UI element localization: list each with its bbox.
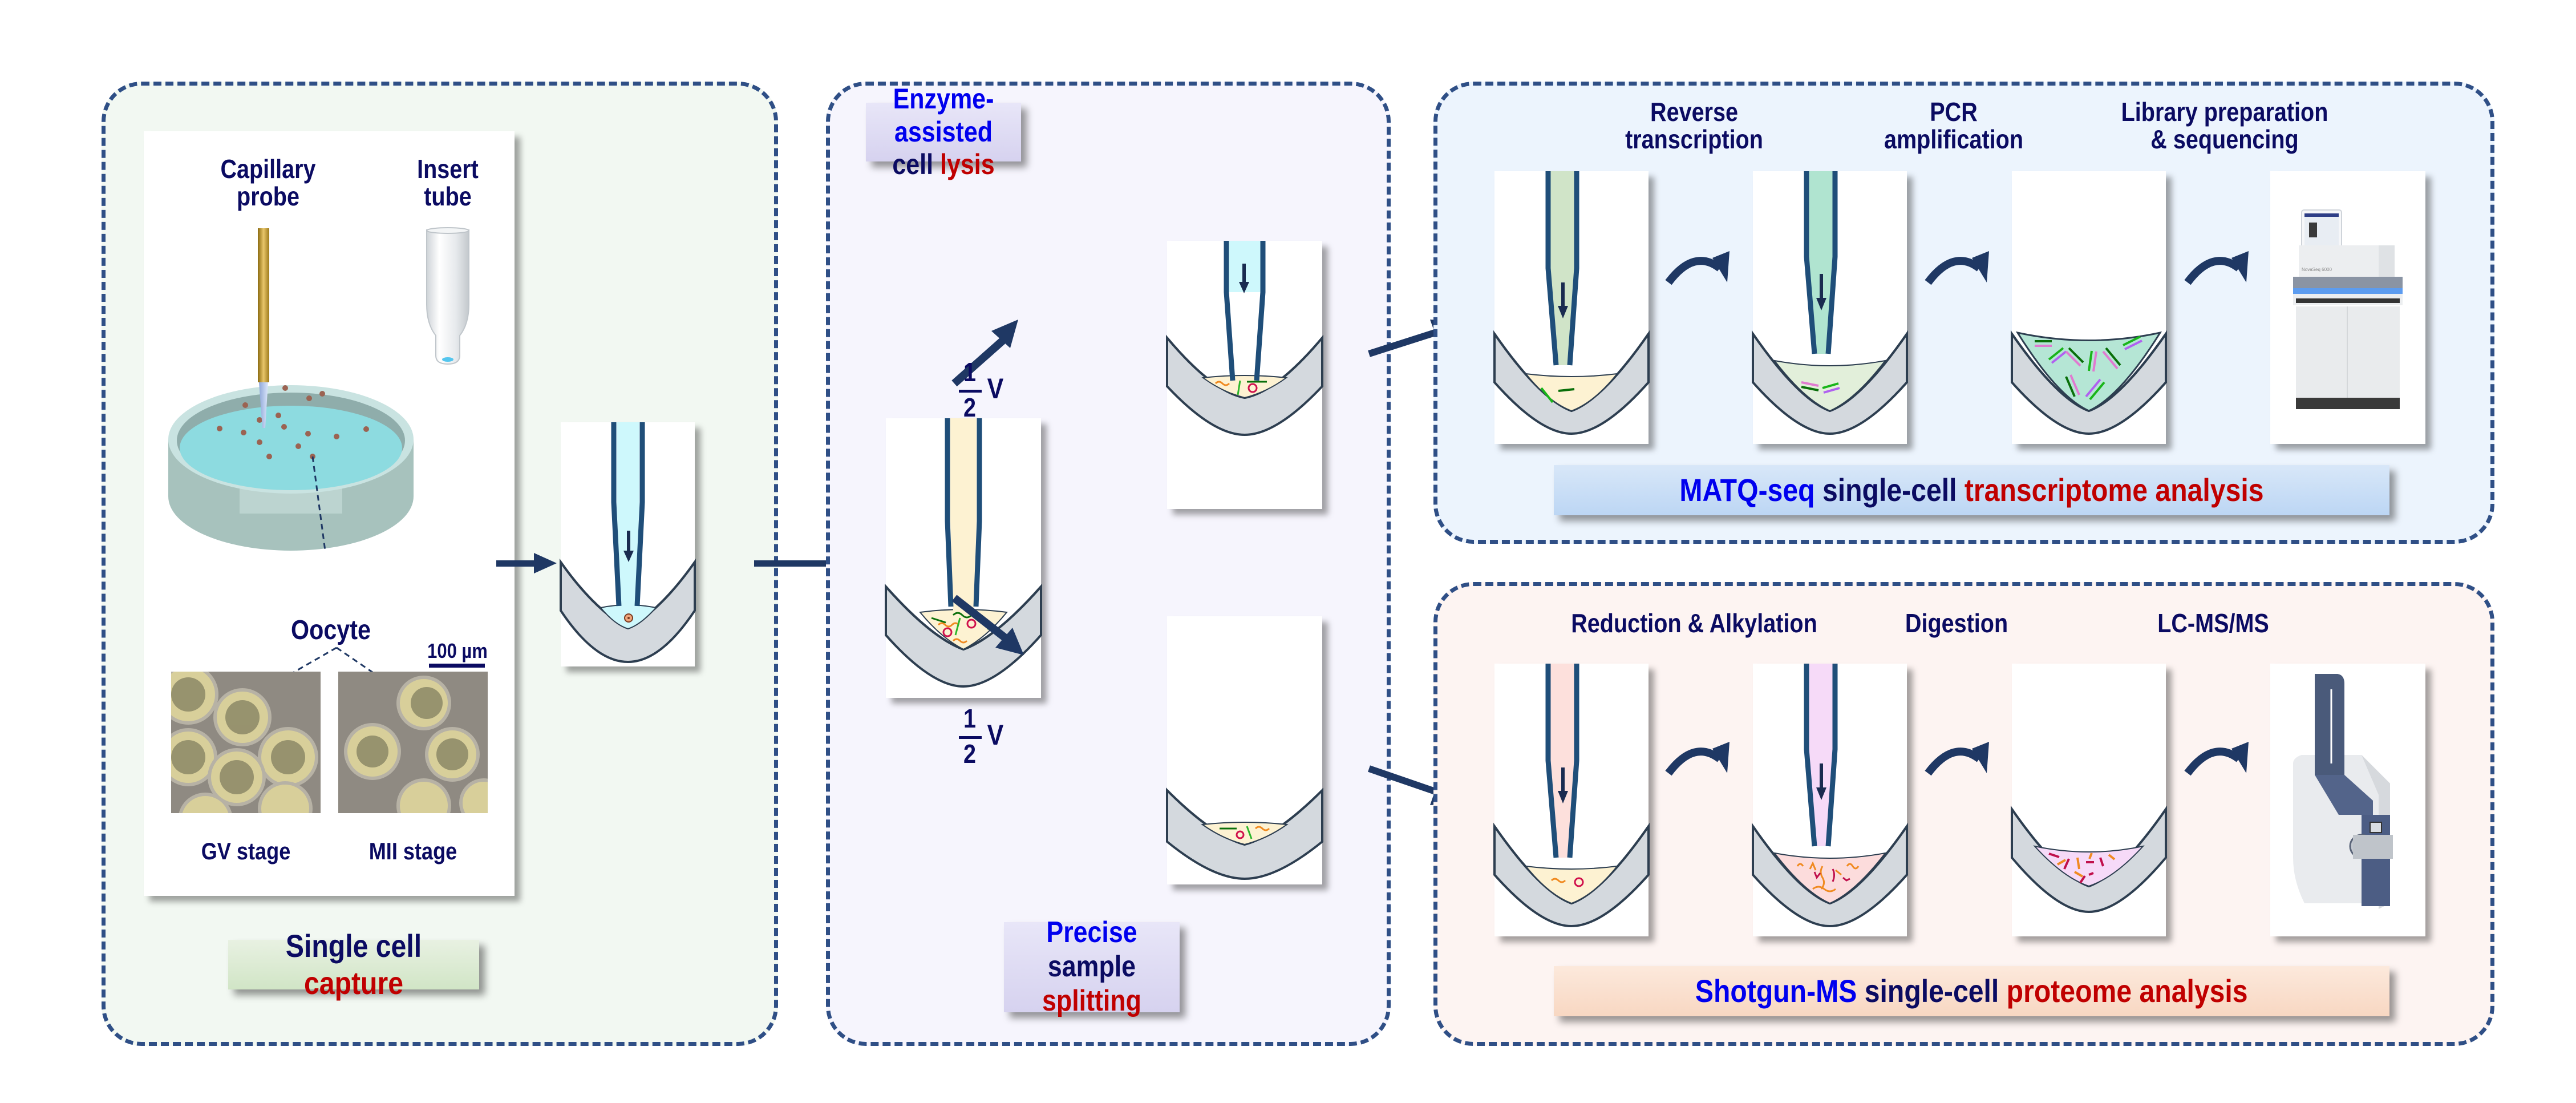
curved-arrow-icon <box>1925 251 1989 285</box>
library-amplified-tube-icon <box>2011 330 2167 435</box>
sequencer-model-label: NovaSeq 6000 <box>2302 267 2332 272</box>
mii-stage-label: MII stage <box>368 838 457 864</box>
fraction-bar <box>959 390 982 393</box>
half-volume-top-label: 1 2 V <box>955 358 1030 433</box>
proteome-analysis-banner: Shotgun-MS single-cell proteome analysis <box>1554 966 2389 1016</box>
capillary-capture-cell-icon <box>560 422 696 664</box>
step-label-digestion: Digestion <box>1905 608 2008 638</box>
mii-stage-micrograph <box>338 672 488 813</box>
fraction-denominator: 2 <box>963 739 977 769</box>
fraction-bar <box>959 736 982 739</box>
curved-arrow-icon <box>2184 742 2249 776</box>
petri-dish-with-probe-icon <box>168 228 414 551</box>
gv-stage-micrograph <box>171 672 321 813</box>
transcriptome-analysis-banner: MATQ-seq single-cell transcriptome analy… <box>1554 465 2389 515</box>
split-remainder-tube-icon <box>1166 787 1323 880</box>
oocyte-connector-lines <box>266 647 391 689</box>
step-label-reverse-transcription: Reverse transcription <box>1625 97 1763 155</box>
scale-bar-label: 100 µm <box>427 639 488 662</box>
curved-arrow-icon <box>1665 742 1730 776</box>
step-label-library-sequencing: Library preparation & sequencing <box>2121 97 2328 155</box>
reverse-transcription-tube-icon <box>1493 171 1650 435</box>
fraction-numerator: 1 <box>963 704 977 733</box>
sequencer-instrument-icon: NovaSeq 6000 <box>2293 209 2403 409</box>
reduction-alkylation-tube-icon <box>1493 664 1650 928</box>
arrow-up-right-icon <box>951 320 1018 387</box>
insert-tube-icon <box>426 227 469 365</box>
capillary-probe-label: Capillary probe <box>220 154 316 212</box>
pcr-amplification-tube-icon <box>1752 171 1908 435</box>
step-label-pcr-amplification: PCR amplification <box>1884 97 2023 155</box>
peptides-tube-icon <box>2011 805 2167 914</box>
insert-tube-label: Insert tube <box>417 154 479 212</box>
fraction-numerator: 1 <box>963 357 977 387</box>
mass-spectrometer-icon <box>2293 674 2393 909</box>
curved-arrow-icon <box>1665 251 1730 285</box>
curved-arrow-icon <box>2184 251 2249 285</box>
digestion-tube-icon <box>1752 664 1908 928</box>
step-label-reduction-alkylation: Reduction & Alkylation <box>1571 608 1817 638</box>
lysed-cell-tube-icon <box>885 418 1042 688</box>
oocyte-label: Oocyte <box>291 615 371 645</box>
scale-bar <box>429 664 485 668</box>
split-aspirate-tube-icon <box>1166 241 1323 437</box>
volume-unit: V <box>987 373 1004 405</box>
arrow-down-right-icon <box>951 595 1024 655</box>
step-label-lc-ms-ms: LC-MS/MS <box>2157 608 2269 638</box>
gv-stage-label: GV stage <box>201 838 291 864</box>
volume-unit: V <box>987 719 1004 751</box>
half-volume-bottom-label: 1 2 V <box>955 705 1030 779</box>
single-cell-capture-banner: Single cell capture <box>228 928 479 1001</box>
curved-arrow-icon <box>1925 742 1989 776</box>
fraction-denominator: 2 <box>963 393 977 422</box>
arrow-right-icon <box>496 553 557 573</box>
